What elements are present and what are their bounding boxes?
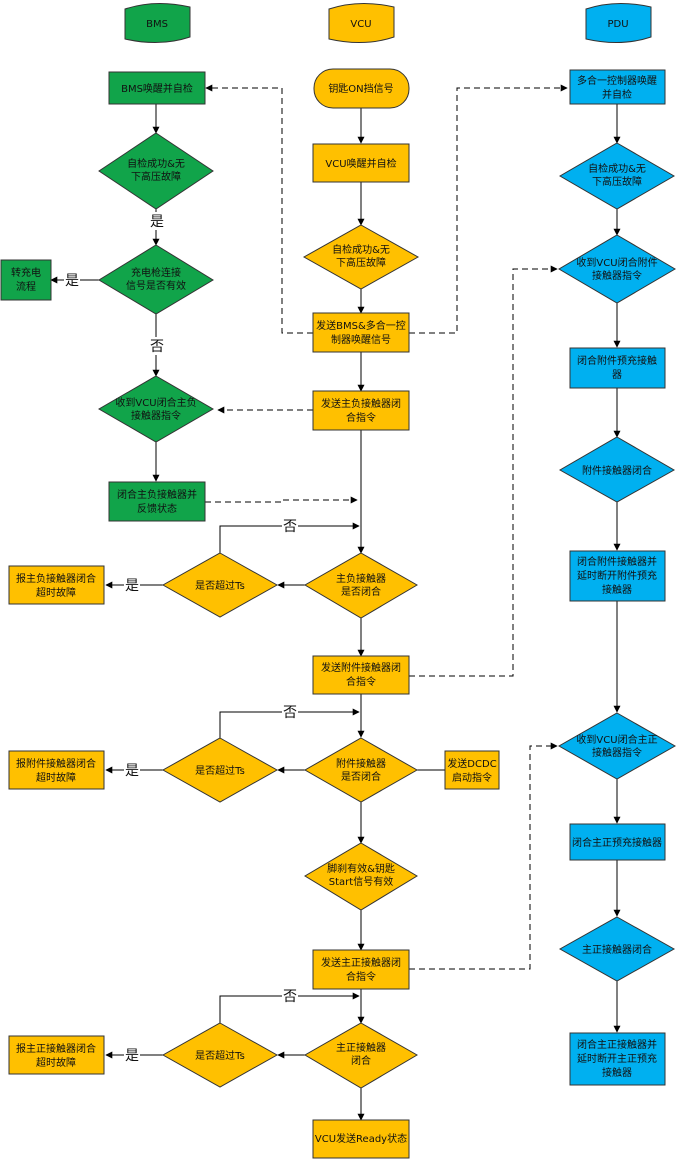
pdu-pos-done-box: 闭合主正接触器并延时断开主正预充接触器 bbox=[569, 1032, 666, 1086]
bms-charge-gun-diamond: 充电枪连接信号是否有效 bbox=[98, 244, 214, 315]
pdu-wake-label: 多合一控制器唤醒并自检 bbox=[577, 74, 657, 101]
bms-charge-gun-label: 充电枪连接信号是否有效 bbox=[126, 266, 186, 292]
bms-selfcheck-diamond: 自检成功&无下高压故障 bbox=[98, 132, 214, 210]
pdu-pos-closed-diamond: 主正接触器闭合 bbox=[558, 916, 676, 982]
pdu-receive-pos-diamond: 收到VCU闭合主正接触器指令 bbox=[557, 712, 676, 780]
pdu-receive-aux-label: 收到VCU闭合附件接触器指令 bbox=[576, 256, 657, 282]
pdu-wake-box: 多合一控制器唤醒并自检 bbox=[569, 69, 666, 105]
edge-label-yes-t3: 是 bbox=[125, 1048, 139, 1064]
lane-title-pdu: PDU bbox=[607, 19, 628, 30]
vcu-pos-closed-label: 主正接触器闭合 bbox=[336, 1041, 386, 1067]
edge-label-no-charge: 否 bbox=[150, 339, 164, 355]
pdu-receive-aux-diamond: 收到VCU闭合附件接触器指令 bbox=[558, 234, 676, 304]
vcu-send-wake-label: 发送BMS&多合一控制器唤醒信号 bbox=[316, 319, 406, 346]
timeout-aux-diamond: 是否超过Ts bbox=[161, 737, 279, 803]
edge-label-yes-bms-check: 是 bbox=[150, 214, 164, 230]
fault-aux-label: 报附件接触器闭合超时故障 bbox=[16, 757, 96, 784]
edge-labels: 是 是 否 否 是 否 是 否 是 bbox=[64, 212, 298, 1064]
vcu-selfcheck-label: 自检成功&无下高压故障 bbox=[332, 243, 390, 269]
vcu-ready-box: VCU发送Ready状态 bbox=[312, 1119, 410, 1159]
bms-wake-box: BMS唤醒并自检 bbox=[108, 71, 206, 105]
vcu-neg-closed-label: 主负接触器是否闭合 bbox=[336, 572, 386, 598]
vcu-pos-closed-diamond: 主正接触器闭合 bbox=[304, 1022, 418, 1089]
vcu-key-on-label: 钥匙ON挡信号 bbox=[328, 82, 393, 95]
lane-title-vcu: VCU bbox=[350, 19, 371, 30]
timeout-aux-label: 是否超过Ts bbox=[195, 764, 245, 777]
timeout-pos-diamond: 是否超过Ts bbox=[161, 1022, 279, 1088]
vcu-send-neg-box: 发送主负接触器闭合指令 bbox=[312, 390, 410, 431]
vcu-send-aux-label: 发送附件接触器闭合指令 bbox=[321, 661, 401, 688]
pdu-pos-done-label: 闭合主正接触器并延时断开主正预充接触器 bbox=[577, 1038, 657, 1079]
pdu-aux-done-label: 闭合附件接触器并延时断开附件预充接触器 bbox=[577, 555, 657, 596]
vcu-wake-label: VCU唤醒并自检 bbox=[325, 157, 396, 170]
bms-charge-flow-label: 转充电流程 bbox=[11, 266, 41, 293]
vcu-wake-box: VCU唤醒并自检 bbox=[312, 143, 410, 183]
timeout-pos-label: 是否超过Ts bbox=[195, 1049, 245, 1062]
timeout-neg-diamond: 是否超过Ts bbox=[161, 552, 279, 618]
vcu-send-aux-box: 发送附件接触器闭合指令 bbox=[312, 655, 410, 695]
bms-close-neg-label: 闭合主负接触器并反馈状态 bbox=[117, 488, 197, 515]
pdu-selfcheck-label: 自检成功&无下高压故障 bbox=[588, 162, 646, 188]
pdu-selfcheck-diamond: 自检成功&无下高压故障 bbox=[559, 142, 675, 210]
edge-label-yes-t1: 是 bbox=[125, 578, 139, 594]
lane-header-bms: BMS bbox=[124, 2, 191, 44]
edge-label-no-t3: 否 bbox=[283, 989, 297, 1005]
edge-label-yes-charge: 是 bbox=[65, 273, 79, 289]
bms-selfcheck-label: 自检成功&无下高压故障 bbox=[127, 157, 185, 183]
edge-label-no-t1: 否 bbox=[283, 519, 297, 535]
vcu-ready-label: VCU发送Ready状态 bbox=[315, 1132, 407, 1145]
lane-header-pdu-shape bbox=[585, 2, 652, 44]
edge-label-yes-t2: 是 bbox=[125, 763, 139, 779]
fault-neg-box: 报主负接触器闭合超时故障 bbox=[8, 565, 105, 605]
bms-charge-flow-box: 转充电流程 bbox=[0, 259, 52, 301]
pdu-aux-done-box: 闭合附件接触器并延时断开附件预充接触器 bbox=[569, 550, 666, 602]
pdu-pos-closed-label: 主正接触器闭合 bbox=[582, 943, 652, 956]
vcu-send-pos-box: 发送主正接触器闭合指令 bbox=[312, 949, 410, 990]
edge-label-no-t2: 否 bbox=[283, 705, 297, 721]
lane-header-vcu: VCU bbox=[328, 2, 395, 44]
pdu-pre-pos-label: 闭合主正预充接触器 bbox=[572, 836, 662, 849]
lane-header-bms-shape bbox=[124, 2, 191, 44]
pdu-aux-closed-diamond: 附件接触器闭合 bbox=[558, 436, 676, 503]
pdu-pre-aux-label: 闭合附件预充接触器 bbox=[577, 354, 657, 381]
pdu-receive-pos-label: 收到VCU闭合主正接触器指令 bbox=[576, 733, 657, 759]
lane-title-bms: BMS bbox=[146, 19, 168, 30]
bms-wake-label: BMS唤醒并自检 bbox=[121, 82, 193, 95]
fault-neg-label: 报主负接触器闭合超时故障 bbox=[16, 572, 96, 599]
vcu-selfcheck-diamond: 自检成功&无下高压故障 bbox=[302, 224, 420, 290]
bms-receive-neg-diamond: 收到VCU闭合主负接触器指令 bbox=[98, 375, 214, 443]
vcu-key-on-terminal: 钥匙ON挡信号 bbox=[313, 68, 410, 109]
vcu-aux-closed-diamond: 附件接触器是否闭合 bbox=[303, 737, 419, 803]
vcu-neg-closed-diamond: 主负接触器是否闭合 bbox=[304, 552, 418, 619]
bms-receive-neg-label: 收到VCU闭合主负接触器指令 bbox=[115, 396, 196, 422]
vcu-send-wake-box: 发送BMS&多合一控制器唤醒信号 bbox=[312, 312, 410, 353]
timeout-neg-label: 是否超过Ts bbox=[195, 579, 245, 592]
pdu-aux-closed-label: 附件接触器闭合 bbox=[582, 464, 652, 477]
fault-pos-box: 报主正接触器闭合超时故障 bbox=[8, 1035, 105, 1075]
fault-pos-label: 报主正接触器闭合超时故障 bbox=[16, 1042, 96, 1069]
pdu-pre-aux-box: 闭合附件预充接触器 bbox=[569, 347, 666, 389]
bms-close-neg-box: 闭合主负接触器并反馈状态 bbox=[108, 481, 206, 522]
vcu-send-neg-label: 发送主负接触器闭合指令 bbox=[321, 397, 401, 424]
lane-header-pdu: PDU bbox=[585, 2, 652, 44]
fault-aux-box: 报附件接触器闭合超时故障 bbox=[8, 750, 105, 790]
vcu-send-pos-label: 发送主正接触器闭合指令 bbox=[321, 956, 401, 983]
pdu-pre-pos-box: 闭合主正预充接触器 bbox=[569, 823, 666, 861]
vcu-aux-closed-label: 附件接触器是否闭合 bbox=[336, 757, 386, 783]
lane-header-vcu-shape bbox=[328, 2, 395, 44]
